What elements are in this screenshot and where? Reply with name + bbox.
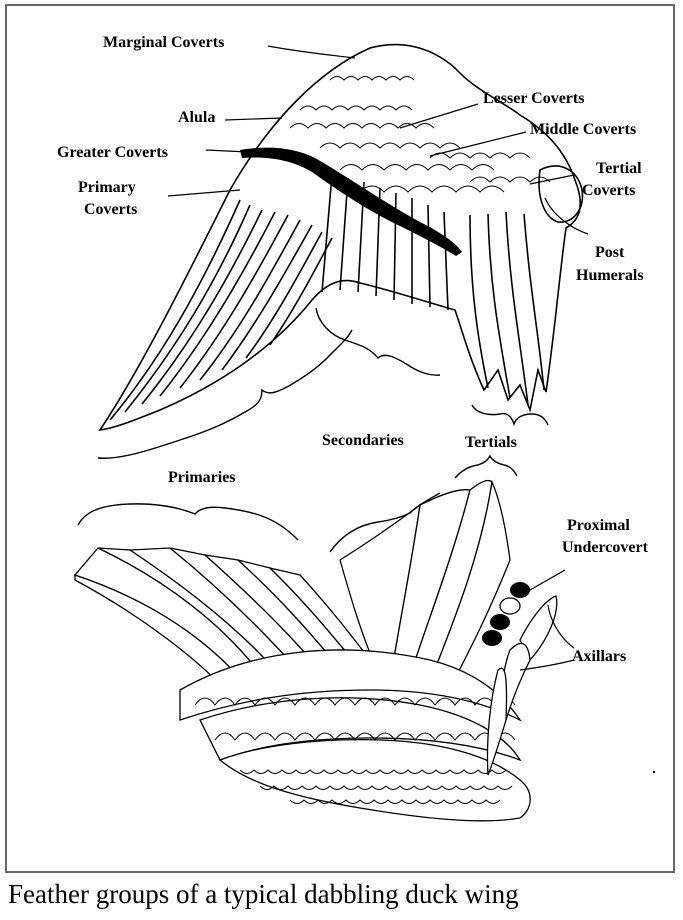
label-proximal-undercovert-2: Undercovert (562, 539, 649, 556)
greater-coverts-band (240, 148, 462, 256)
figure-caption: Feather groups of a typical dabbling duc… (8, 872, 678, 916)
label-marginal-coverts: Marginal Coverts (103, 34, 224, 51)
label-alula: Alula (178, 109, 215, 126)
label-lesser-coverts: Lesser Coverts (483, 90, 584, 107)
label-tertial-coverts-2: Coverts (582, 182, 635, 199)
label-middle-coverts: Middle Coverts (530, 121, 636, 138)
label-tertials: Tertials (465, 434, 517, 451)
tertials-feathers (470, 212, 544, 405)
label-tertial-coverts-1: Tertial (596, 160, 642, 177)
label-axillars: Axillars (572, 648, 626, 665)
label-primary-coverts-1: Primary (78, 179, 136, 196)
label-post-humerals-2: Humerals (576, 267, 644, 284)
post-humerals-shape (539, 166, 582, 222)
label-secondaries: Secondaries (322, 432, 404, 449)
primaries-feathers (110, 200, 332, 420)
label-primaries: Primaries (168, 469, 236, 486)
label-post-humerals-1: Post (595, 244, 625, 261)
lower-wing (75, 480, 557, 820)
label-proximal-undercovert-1: Proximal (567, 517, 630, 534)
underwing-base (220, 740, 530, 821)
label-greater-coverts: Greater Coverts (57, 144, 168, 161)
label-primary-coverts-2: Coverts (84, 201, 137, 218)
